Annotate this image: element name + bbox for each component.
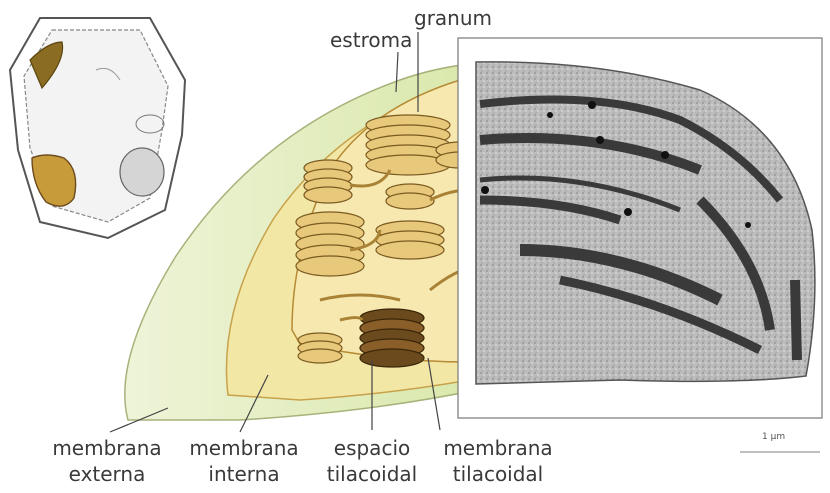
label-membrana-tilacoidal-1: membrana — [432, 436, 564, 460]
granum-stack-6 — [298, 333, 342, 363]
label-membrana-externa-2: externa — [40, 462, 174, 486]
label-espacio-tilacoidal-1: espacio — [314, 436, 430, 460]
granum-stack-3 — [296, 212, 364, 276]
label-granum: granum — [414, 6, 492, 30]
granum-stack-2 — [304, 160, 352, 203]
scale-bar-label: 1 μm — [762, 432, 785, 442]
label-membrana-externa-1: membrana — [40, 436, 174, 460]
label-membrana-interna-1: membrana — [180, 436, 308, 460]
granum-stack-1 — [366, 115, 450, 175]
granum-stack-cutaway — [360, 309, 424, 367]
electron-micrograph — [458, 38, 822, 452]
label-espacio-tilacoidal-2: tilacoidal — [314, 462, 430, 486]
label-membrana-interna-2: interna — [180, 462, 308, 486]
label-membrana-tilacoidal-2: tilacoidal — [432, 462, 564, 486]
nucleus-icon — [120, 148, 164, 196]
label-estroma: estroma — [330, 28, 412, 52]
plant-cell-inset — [10, 18, 185, 238]
